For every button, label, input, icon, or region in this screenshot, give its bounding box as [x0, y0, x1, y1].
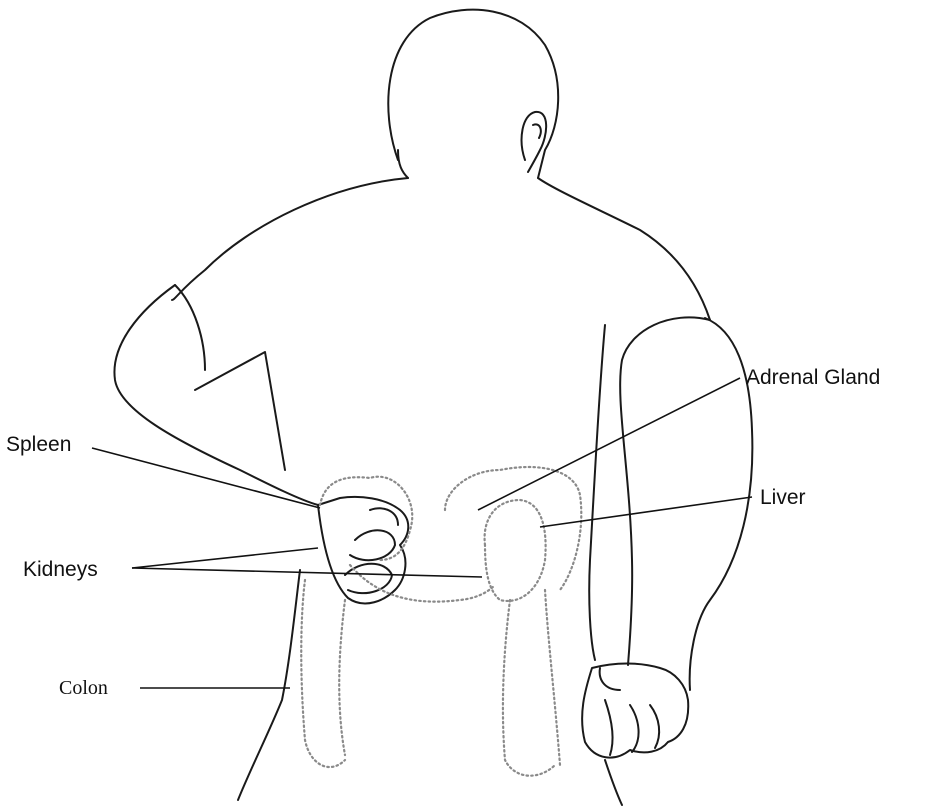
liver-shape	[485, 500, 546, 601]
label-colon: Colon	[59, 677, 108, 699]
label-adrenal-gland: Adrenal Gland	[746, 366, 880, 389]
body-outline	[114, 10, 752, 805]
adrenal-shape	[445, 467, 581, 590]
label-liver: Liver	[760, 486, 806, 509]
left-fist	[318, 497, 408, 604]
liver-leader	[540, 497, 752, 527]
torso	[172, 178, 408, 300]
spleen-shape	[320, 477, 412, 560]
label-spleen: Spleen	[6, 433, 71, 456]
kidneys-leader-lower	[132, 568, 482, 577]
transverse-colon	[350, 565, 495, 602]
organs	[301, 467, 581, 776]
colon-right	[503, 600, 555, 776]
left-arm	[114, 285, 318, 505]
kidneys-leader-upper	[132, 548, 318, 568]
left-side	[238, 570, 300, 800]
labels: Adrenal Gland Spleen Liver Kidneys Colon	[6, 366, 880, 699]
right-fist	[582, 664, 688, 758]
colon-left	[301, 580, 345, 767]
leader-lines	[92, 378, 752, 688]
spine-line	[589, 325, 605, 660]
label-kidneys: Kidneys	[23, 558, 98, 581]
head	[388, 10, 558, 178]
spleen-leader	[92, 448, 320, 508]
adrenal-gland-leader	[478, 378, 740, 510]
